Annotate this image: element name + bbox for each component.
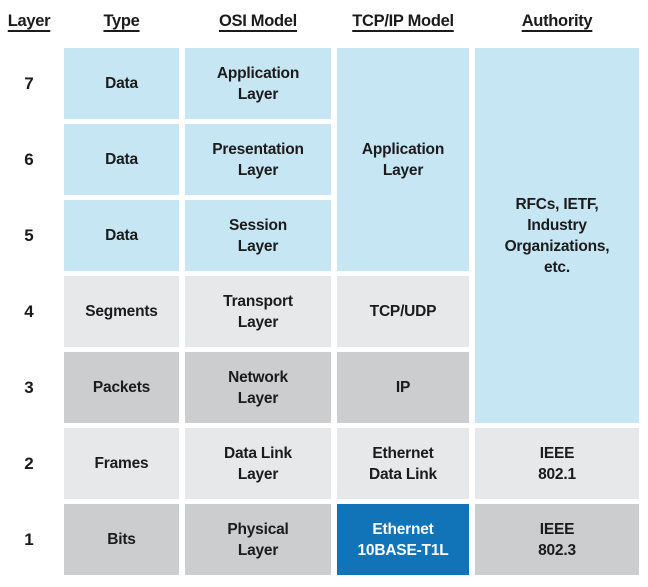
cell-authority-ieee-802-3: IEEE 802.3: [475, 504, 639, 575]
cell-osi-data-link-layer: Data Link Layer: [185, 428, 331, 499]
cell-type-layer7: Data: [64, 48, 179, 119]
cell-tcpip-application-layer-merged: Application Layer: [337, 48, 469, 271]
layer-number-5: 5: [24, 225, 34, 245]
cell-osi-transport-layer: Transport Layer: [185, 276, 331, 347]
table-grid: Layer Type OSI Model TCP/IP Model Author…: [7, 12, 639, 575]
layer-number-6: 6: [24, 149, 34, 169]
cell-type-layer4: Segments: [64, 276, 179, 347]
column-header-authority: Authority: [521, 12, 593, 30]
cell-osi-physical-layer: Physical Layer: [185, 504, 331, 575]
cell-type-layer1: Bits: [64, 504, 179, 575]
cell-osi-network-layer: Network Layer: [185, 352, 331, 423]
cell-osi-session-layer: Session Layer: [185, 200, 331, 271]
cell-osi-presentation-layer: Presentation Layer: [185, 124, 331, 195]
cell-authority-rfcs-ietf-merged: RFCs, IETF, Industry Organizations, etc.: [475, 48, 639, 423]
layer-number-7: 7: [24, 73, 34, 93]
cell-type-layer3: Packets: [64, 352, 179, 423]
column-header-type: Type: [103, 12, 140, 30]
cell-tcpip-ethernet-data-link: Ethernet Data Link: [337, 428, 469, 499]
layer-number-2: 2: [24, 453, 34, 473]
column-header-osi-model: OSI Model: [219, 12, 297, 30]
cell-tcpip-ethernet-10base-t1l-highlight: Ethernet 10BASE-T1L: [337, 504, 469, 575]
column-header-tcpip-model: TCP/IP Model: [352, 12, 454, 30]
cell-tcpip-tcp-udp: TCP/UDP: [337, 276, 469, 347]
cell-type-layer6: Data: [64, 124, 179, 195]
column-header-layer: Layer: [7, 12, 51, 30]
cell-tcpip-ip: IP: [337, 352, 469, 423]
layer-number-1: 1: [24, 529, 34, 549]
layer-number-3: 3: [24, 377, 34, 397]
cell-authority-ieee-802-1: IEEE 802.1: [475, 428, 639, 499]
cell-osi-application-layer: Application Layer: [185, 48, 331, 119]
cell-type-layer2: Frames: [64, 428, 179, 499]
layer-number-4: 4: [24, 301, 34, 321]
cell-type-layer5: Data: [64, 200, 179, 271]
